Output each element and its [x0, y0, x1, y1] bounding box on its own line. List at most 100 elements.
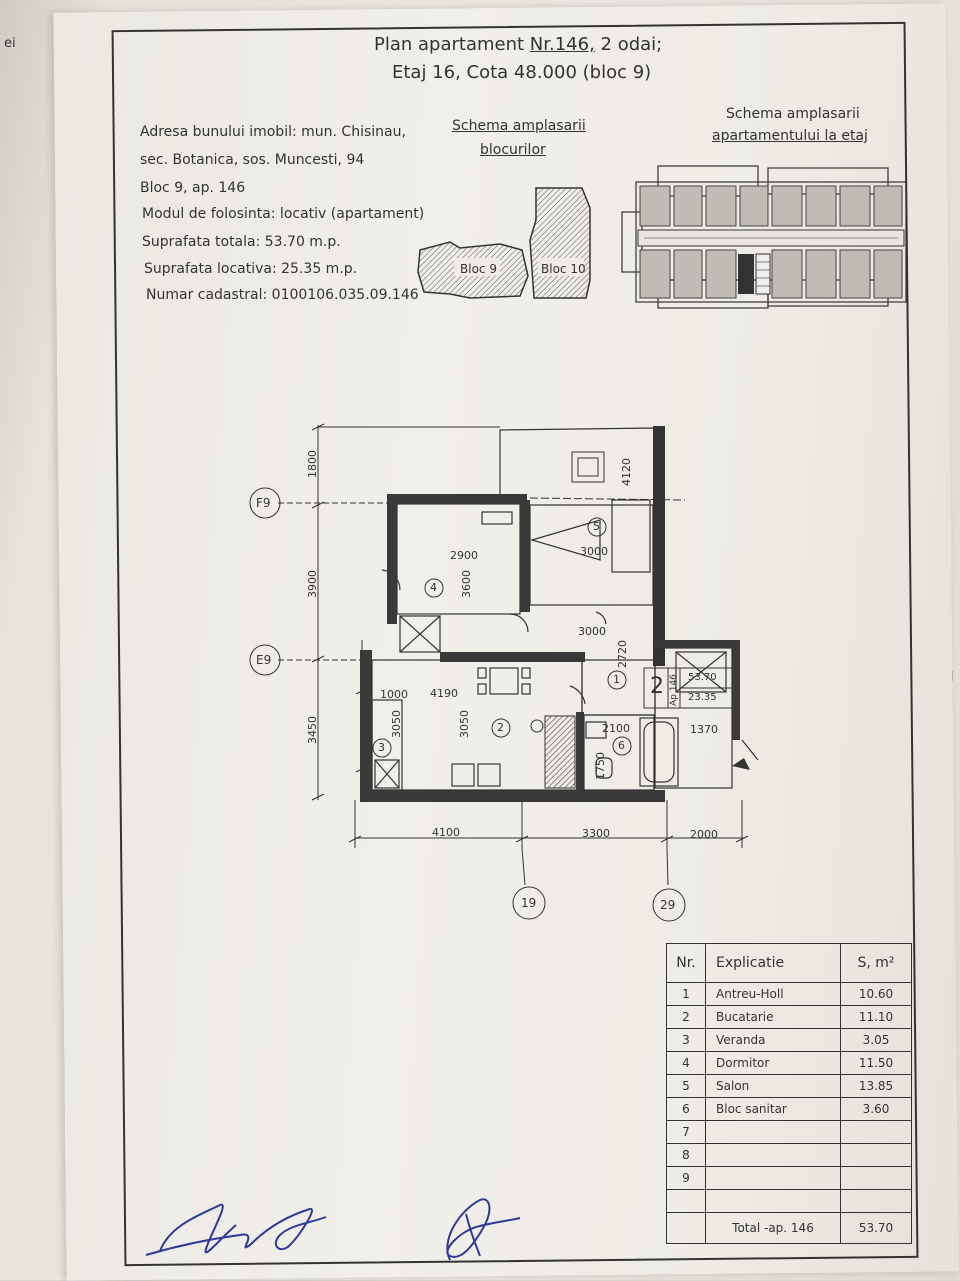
stamp-ap: Ap 146 — [669, 674, 679, 706]
signature-2 — [446, 1198, 521, 1261]
row-name — [705, 1189, 841, 1213]
table-total-row: Total -ap. 146 53.70 — [666, 1212, 912, 1244]
header-area: S, m² — [840, 943, 912, 983]
row-nr: 6 — [666, 1097, 706, 1121]
dim-3900: 3900 — [306, 570, 319, 598]
schema-floor-title: Schema amplasarii — [726, 106, 860, 122]
room-1-number: 1 — [613, 673, 620, 686]
row-area: 3.60 — [840, 1097, 912, 1121]
schema-floor-drawing — [621, 165, 907, 309]
row-area: 11.10 — [840, 1005, 912, 1029]
total-value: 53.70 — [840, 1212, 912, 1244]
dim-4100: 4100 — [432, 826, 460, 839]
info-address: Adresa bunului imobil: mun. Chisinau, — [140, 124, 406, 140]
table-row: 8 — [666, 1143, 912, 1167]
row-nr: 3 — [666, 1028, 706, 1052]
floor-plan — [249, 423, 759, 922]
info-sector: sec. Botanica, sos. Muncesti, 94 — [140, 152, 365, 168]
dim-1750: 1750 — [594, 752, 607, 780]
row-area — [840, 1189, 912, 1213]
axis-2-label: 29 — [660, 898, 676, 912]
dim-1000: 1000 — [380, 688, 408, 701]
dim-4190: 4190 — [430, 687, 458, 700]
header-explicatie: Explicatie — [705, 943, 841, 983]
row-name: Antreu-Holl — [705, 982, 841, 1006]
header-nr: Nr. — [666, 943, 706, 983]
signature-1 — [145, 1203, 327, 1256]
axis-e-label: E9 — [256, 653, 272, 667]
info-living-area: Suprafata locativa: 25.35 m.p. — [144, 261, 358, 277]
dim-3600: 3600 — [460, 570, 473, 598]
row-name — [705, 1166, 841, 1190]
row-area — [840, 1166, 912, 1190]
total-label: Total -ap. 146 — [705, 1212, 841, 1244]
schema-floor-subtitle: apartamentului la etaj — [712, 128, 868, 144]
dim-3050-a: 3050 — [390, 710, 403, 738]
row-name: Salon — [705, 1074, 841, 1098]
row-name: Bloc sanitar — [705, 1097, 841, 1121]
row-nr: 8 — [666, 1143, 706, 1167]
row-nr: 4 — [666, 1051, 706, 1075]
room-3-number: 3 — [378, 741, 385, 754]
dim-3000-a: 3000 — [580, 545, 608, 558]
dim-1370: 1370 — [690, 723, 718, 736]
row-area: 11.50 — [840, 1051, 912, 1075]
row-name — [705, 1143, 841, 1167]
margin-text-left: ei — [4, 36, 16, 51]
document-subtitle: Etaj 16, Cota 48.000 (bloc 9) — [392, 62, 652, 83]
dim-2720: 2720 — [616, 640, 629, 668]
info-block: Bloc 9, ap. 146 — [140, 180, 246, 196]
dim-3000-b: 3000 — [578, 625, 606, 638]
row-nr — [666, 1189, 706, 1213]
info-total-area: Suprafata totala: 53.70 m.p. — [142, 234, 341, 250]
total-empty — [666, 1212, 706, 1244]
axis-1-label: 19 — [521, 896, 537, 910]
schema-blocks-drawing — [417, 187, 591, 299]
stamp-living: 23.35 — [688, 692, 717, 703]
row-nr: 1 — [666, 982, 706, 1006]
row-area: 3.05 — [840, 1028, 912, 1052]
row-name: Bucatarie — [705, 1005, 841, 1029]
dim-3300: 3300 — [582, 827, 610, 840]
table-row: 7 — [666, 1120, 912, 1144]
row-name: Veranda — [705, 1028, 841, 1052]
table-header-row: Nr. Explicatie S, m² — [666, 943, 912, 983]
row-name — [705, 1120, 841, 1144]
room-2-number: 2 — [497, 721, 504, 734]
block-10-label: Bloc 10 — [541, 262, 586, 276]
info-cadastral-number: Numar cadastral: 0100106.035.09.146 — [146, 287, 419, 303]
row-nr: 9 — [666, 1166, 706, 1190]
row-area — [840, 1143, 912, 1167]
row-nr: 2 — [666, 1005, 706, 1029]
stamp-total: 53.70 — [688, 672, 717, 683]
info-use-mode: Modul de folosinta: locativ (apartament) — [142, 206, 425, 222]
row-area — [840, 1120, 912, 1144]
table-row — [666, 1189, 912, 1213]
dim-1800: 1800 — [306, 450, 319, 478]
row-area: 13.85 — [840, 1074, 912, 1098]
dim-2000: 2000 — [690, 828, 718, 841]
row-name: Dormitor — [705, 1051, 841, 1075]
dim-2900: 2900 — [450, 549, 478, 562]
row-nr: 7 — [666, 1120, 706, 1144]
dim-3450: 3450 — [306, 716, 319, 744]
block-10-shape — [529, 187, 591, 299]
block-9-label: Bloc 9 — [460, 262, 497, 276]
row-nr: 5 — [666, 1074, 706, 1098]
room-6-number: 6 — [618, 739, 625, 752]
room-4-number: 4 — [430, 581, 437, 594]
stamp-floor: 2 — [650, 674, 664, 699]
dim-2100: 2100 — [602, 722, 630, 735]
room-5-number: 5 — [593, 520, 600, 533]
table-row: 9 — [666, 1166, 912, 1190]
dim-3050-b: 3050 — [458, 710, 471, 738]
axis-f-label: F9 — [256, 496, 271, 510]
row-area: 10.60 — [840, 982, 912, 1006]
